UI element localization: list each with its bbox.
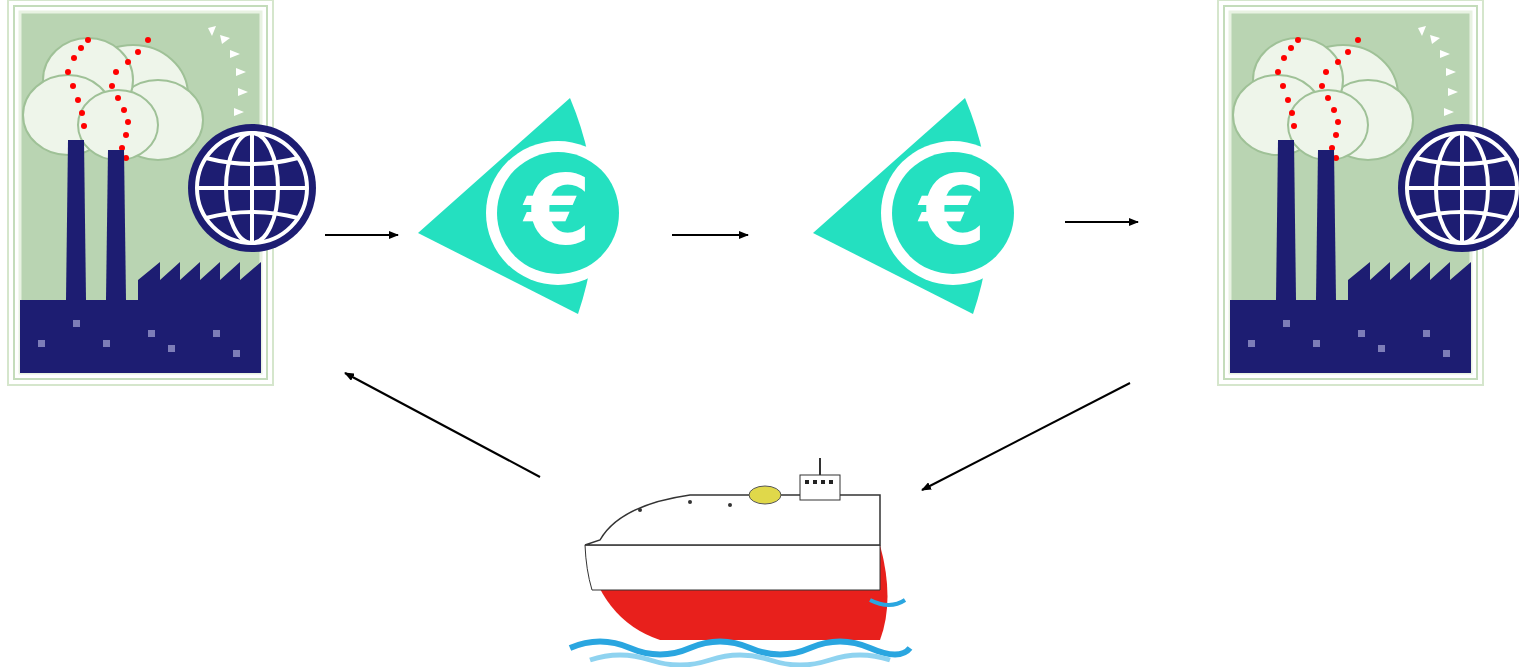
- flow-arrow: [672, 234, 748, 236]
- currency-node: €: [415, 95, 672, 317]
- currency-node: €: [748, 95, 1005, 317]
- currency-symbol: €: [893, 163, 1013, 259]
- currency-symbol: €: [498, 163, 618, 259]
- ship: [570, 458, 910, 665]
